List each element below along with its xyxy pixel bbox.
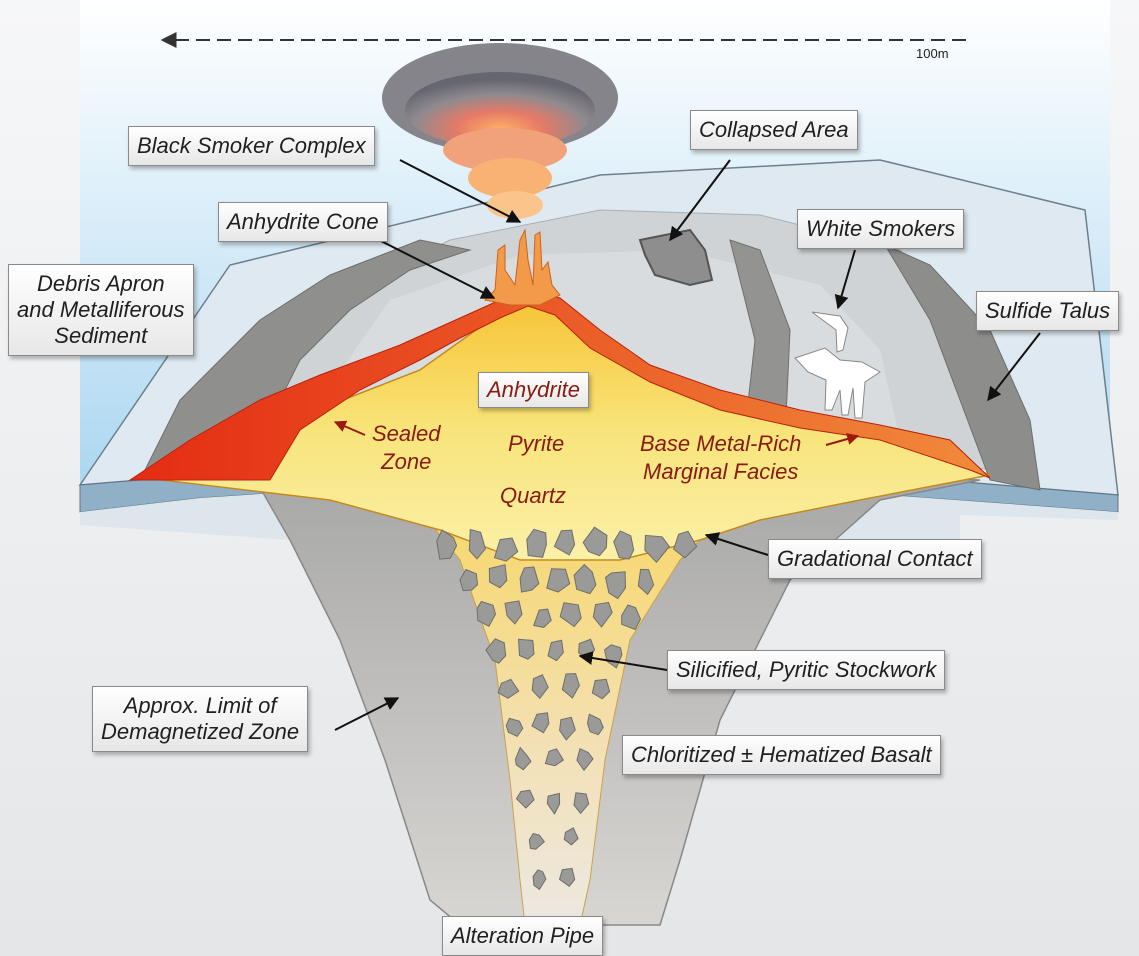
zone-sealed-line2: Zone — [372, 448, 441, 476]
label-debris-apron-line2: and Metalliferous — [17, 297, 185, 323]
label-debris-apron: Debris Apron and Metalliferous Sediment — [8, 264, 194, 356]
label-collapsed-area: Collapsed Area — [690, 110, 858, 150]
zone-anhydrite: Anhydrite — [478, 372, 589, 408]
label-demagnetized-zone: Approx. Limit of Demagnetized Zone — [92, 686, 308, 752]
zone-base-metal-line2: Marginal Facies — [640, 458, 801, 486]
label-gradational-contact: Gradational Contact — [768, 539, 982, 579]
label-debris-apron-line1: Debris Apron — [17, 271, 185, 297]
scale-label: 100m — [916, 46, 949, 61]
label-black-smoker-complex: Black Smoker Complex — [128, 126, 375, 166]
label-alteration-pipe: Alteration Pipe — [442, 916, 603, 956]
zone-sealed: Sealed Zone — [372, 420, 441, 476]
zone-quartz: Quartz — [500, 482, 566, 510]
label-white-smokers: White Smokers — [797, 209, 964, 249]
label-white-smokers-text: White Smokers — [806, 216, 955, 242]
zone-base-metal: Base Metal-Rich Marginal Facies — [640, 430, 801, 486]
stockwork-clast — [519, 639, 535, 659]
zone-base-metal-line1: Base Metal-Rich — [640, 430, 801, 458]
plume-column-base — [487, 191, 543, 219]
label-sulfide-talus: Sulfide Talus — [976, 291, 1119, 331]
label-debris-apron-line3: Sediment — [17, 323, 185, 349]
label-anhydrite-cone: Anhydrite Cone — [218, 202, 388, 242]
zone-pyrite: Pyrite — [508, 430, 564, 458]
label-silicified-stockwork: Silicified, Pyritic Stockwork — [667, 650, 945, 690]
label-demagnetized-line2: Demagnetized Zone — [101, 719, 299, 745]
label-demagnetized-line1: Approx. Limit of — [101, 693, 299, 719]
zone-sealed-line1: Sealed — [372, 420, 441, 448]
label-chloritized-basalt: Chloritized ± Hematized Basalt — [622, 735, 941, 775]
